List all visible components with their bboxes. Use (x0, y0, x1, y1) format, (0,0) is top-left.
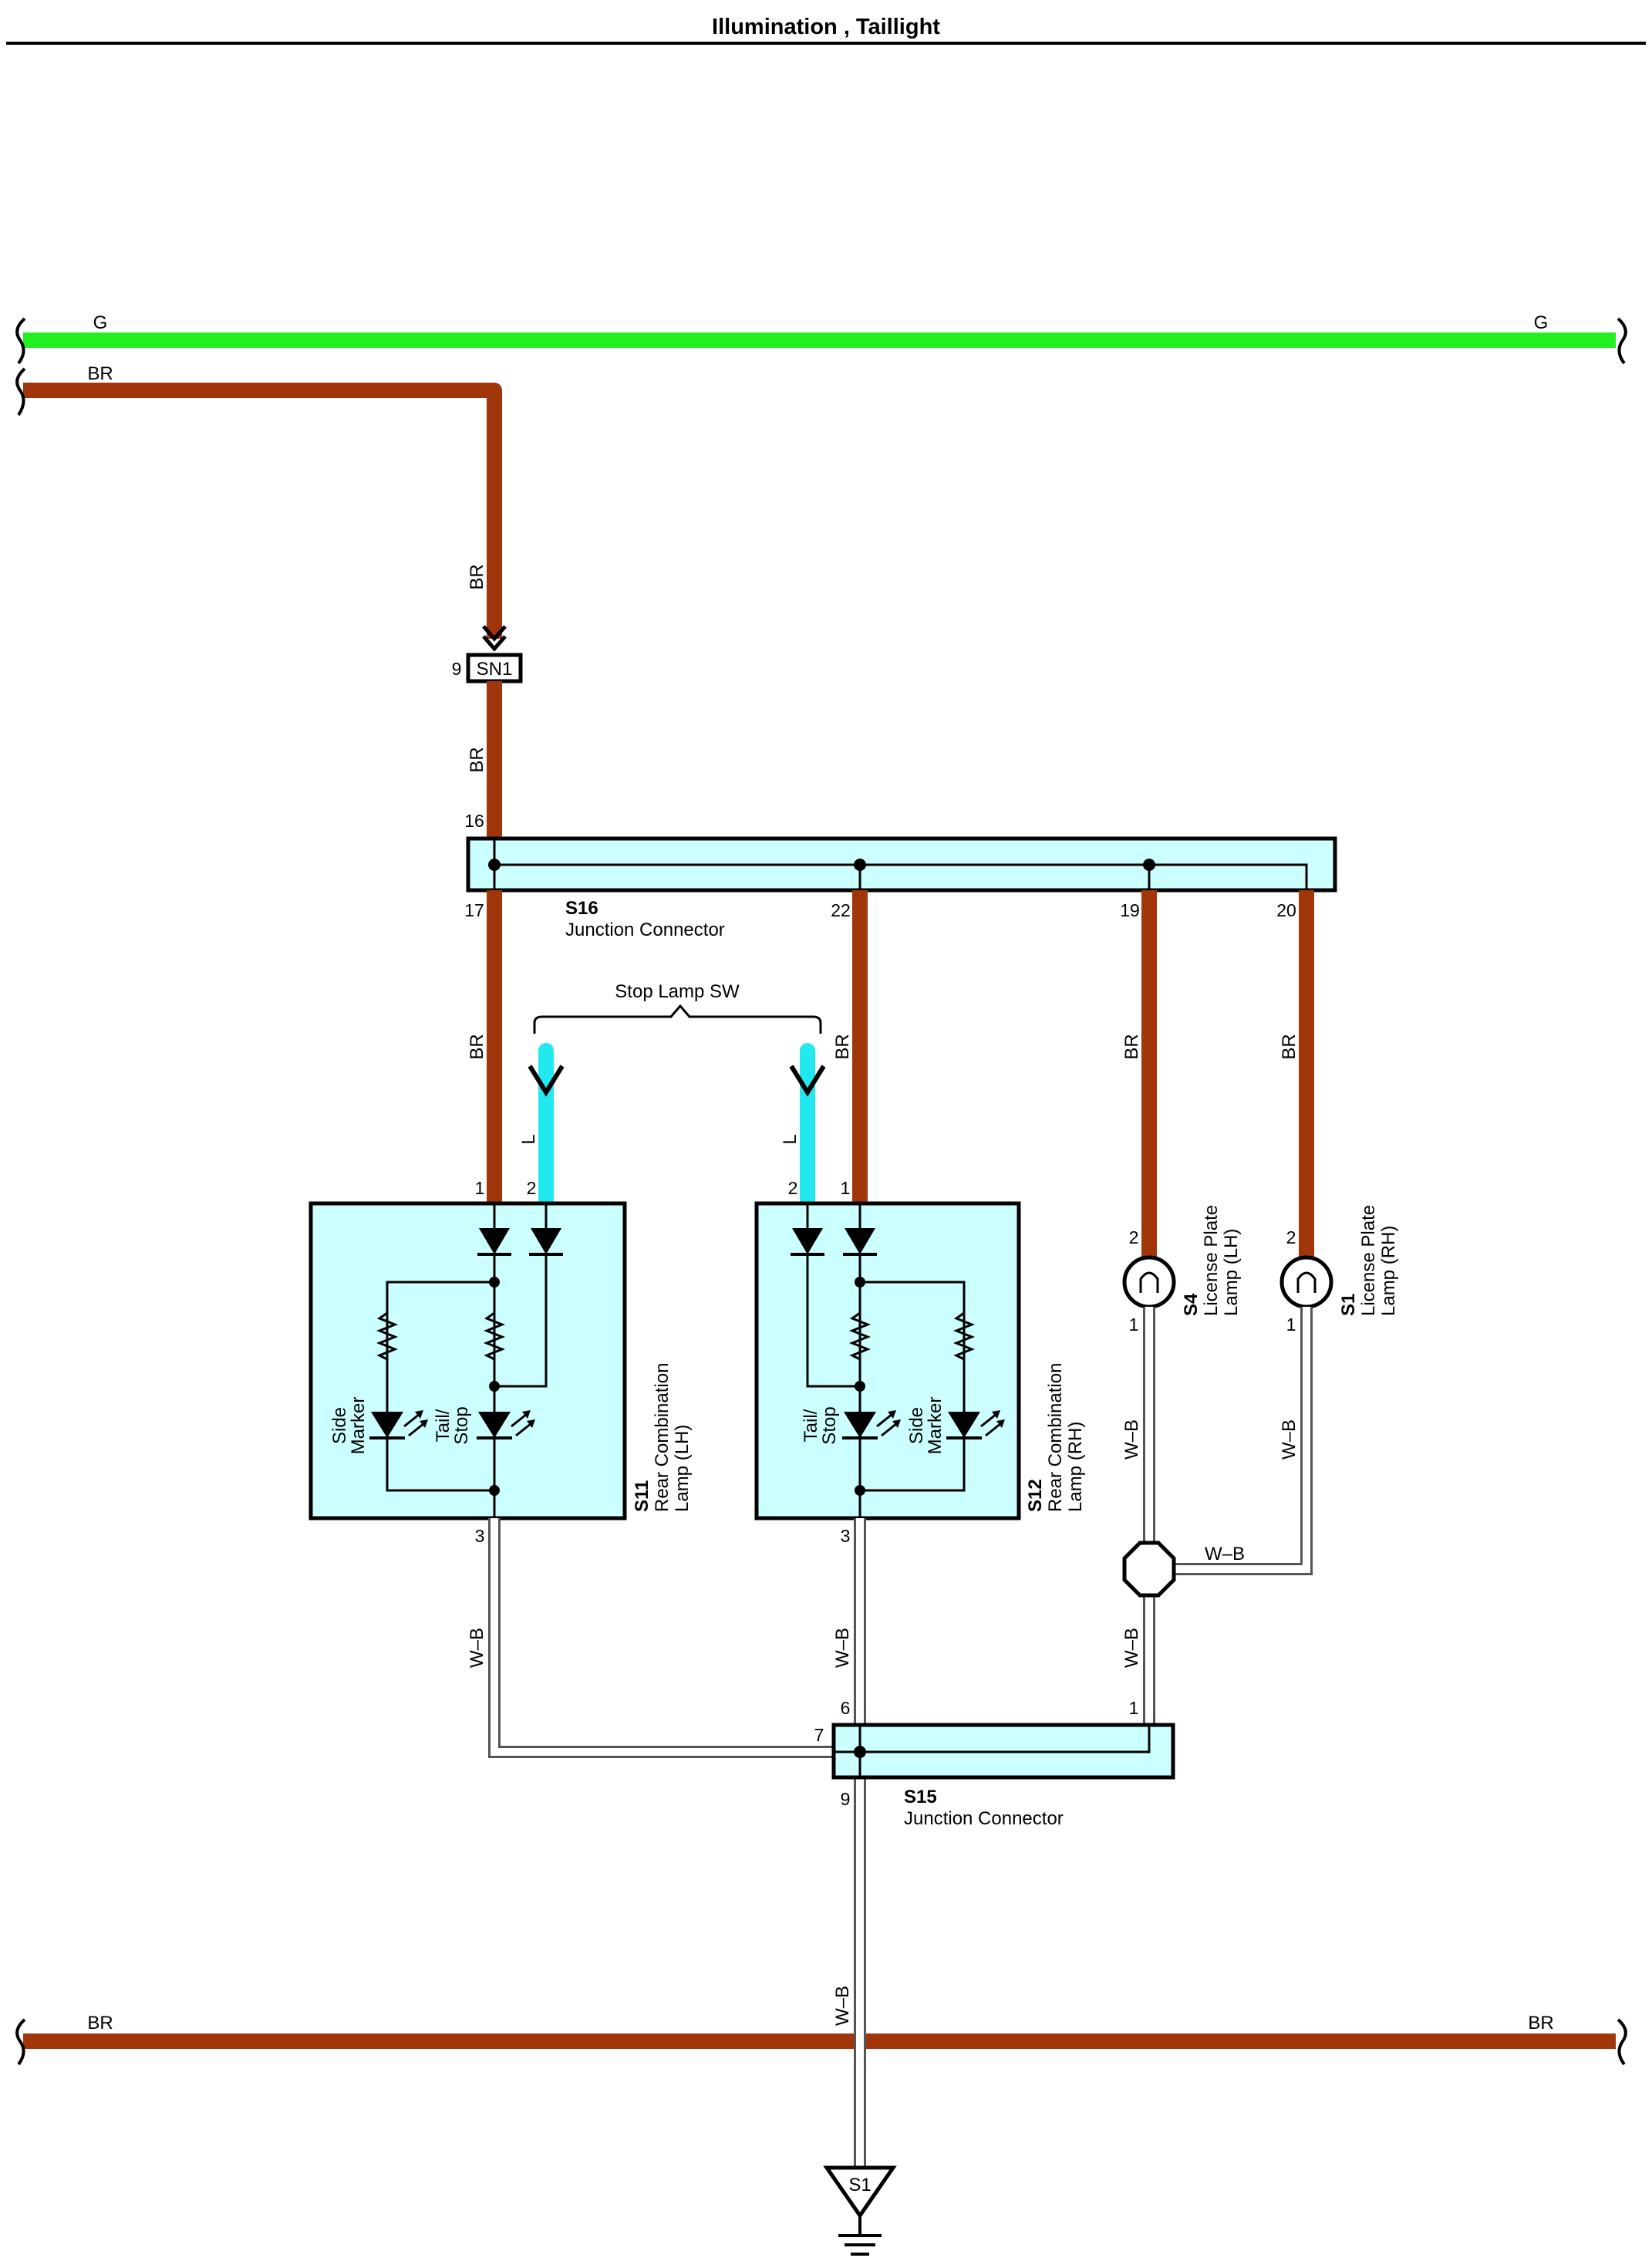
page-title: Illumination , Taillight (712, 15, 940, 39)
s11-pin-wb: 3 (475, 1526, 485, 1546)
s12-name-1: Rear Combination (1045, 1363, 1066, 1512)
s1-license-plate-lamp (1279, 1255, 1333, 1309)
s11-tail-stop-label-2: Stop (451, 1406, 472, 1444)
s4-license-plate-lamp (1122, 1255, 1176, 1309)
stop-lamp-sw-label: Stop Lamp SW (615, 981, 740, 1002)
s12-pin-l: 2 (788, 1178, 798, 1198)
wire-label-wb-s1: W–B (1279, 1419, 1300, 1460)
s15-pin-s11: 7 (814, 1725, 824, 1745)
s12-side-marker-label-2: Marker (925, 1397, 946, 1455)
s12-junction-dots (855, 1277, 865, 1496)
s1-name-2: Lamp (RH) (1378, 1226, 1399, 1316)
s11-side-marker-label-2: Marker (348, 1397, 369, 1455)
wire-label-wb-s4: W–B (1121, 1419, 1142, 1460)
s11-junction-dots (489, 1277, 500, 1496)
s4-code: S4 (1181, 1293, 1202, 1316)
s11-tail-stop-label-1: Tail/ (433, 1409, 453, 1442)
wires-wb-ground (488, 1307, 1313, 2168)
wire-label-l-s11: L (518, 1134, 539, 1144)
s11-pin-br: 1 (475, 1178, 485, 1198)
wire-label-br-bottom-right: BR (1528, 2013, 1553, 2033)
s12-tail-stop-label-1: Tail/ (801, 1409, 821, 1442)
stop-lamp-sw-brace (533, 1004, 822, 1034)
s11-name-1: Rear Combination (652, 1363, 673, 1512)
wire-label-br-s11: BR (467, 1034, 487, 1059)
s4-pin-wb: 1 (1129, 1315, 1139, 1335)
s15-pin-ground: 9 (841, 1789, 851, 1809)
s16-pin-s11: 17 (464, 900, 484, 920)
s16-code: S16 (565, 898, 598, 919)
wire-label-wb-ground: W–B (832, 1986, 853, 2026)
s4-name-1: License Plate (1201, 1205, 1222, 1316)
wire-label-br-top: BR (87, 363, 113, 384)
wire-label-br-s1: BR (1279, 1034, 1300, 1059)
wire-label-br-sn1-in: BR (467, 564, 487, 589)
s11-rear-combination-lamp (308, 1201, 627, 1520)
s11-pin-l: 2 (527, 1178, 537, 1198)
s16-pin-in: 16 (464, 811, 484, 831)
s12-pin-br: 1 (841, 1178, 851, 1198)
s16-junction-dots (488, 859, 1155, 871)
wire-label-br-sn1-out: BR (467, 747, 487, 772)
s4-name-2: Lamp (LH) (1221, 1229, 1242, 1316)
s16-pin-s12: 22 (831, 900, 851, 920)
wire-label-l-s12: L (780, 1134, 801, 1144)
s11-side-marker-label-1: Side (329, 1407, 350, 1444)
wire-label-wb-s12: W–B (832, 1628, 853, 1668)
sn1-pin: 9 (452, 659, 462, 679)
wire-br-bottom-bus (15, 2018, 1627, 2066)
s1-code: S1 (1338, 1294, 1359, 1316)
wire-label-br-s12: BR (832, 1034, 853, 1059)
s12-side-marker-label-1: Side (906, 1407, 927, 1444)
s11-name-2: Lamp (LH) (672, 1425, 693, 1512)
wire-label-br-bottom-left: BR (87, 2013, 113, 2033)
s15-name: Junction Connector (904, 1808, 1064, 1829)
s1-name-1: License Plate (1358, 1205, 1379, 1316)
wire-label-wb-s4-down: W–B (1121, 1628, 1142, 1668)
ground-point-code: S1 (848, 2175, 871, 2195)
s12-code: S12 (1025, 1479, 1046, 1512)
s15-junction-dot (854, 1746, 866, 1758)
wire-label-br-s4: BR (1121, 1034, 1142, 1059)
wire-label-wb-s11: W–B (467, 1628, 487, 1668)
s1-pin-wb: 1 (1286, 1315, 1296, 1335)
wb-splice-octagon (1122, 1541, 1176, 1598)
s16-pin-s4: 19 (1120, 900, 1140, 920)
wire-label-g-left: G (93, 312, 108, 333)
wire-g-bus (15, 317, 1627, 365)
sn1-code: SN1 (477, 659, 513, 680)
s16-name: Junction Connector (565, 920, 725, 940)
wire-label-g-right: G (1534, 312, 1549, 333)
s12-tail-stop-label-2: Stop (819, 1406, 840, 1444)
s11-code: S11 (632, 1480, 652, 1512)
s4-pin-br: 2 (1129, 1227, 1139, 1247)
s15-pin-s4: 1 (1129, 1698, 1139, 1718)
wires-br-from-s16 (487, 890, 1314, 1257)
wire-br-feed (15, 367, 502, 639)
s16-pin-s1: 20 (1276, 900, 1296, 920)
wire-label-wb-s1-horiz: W–B (1205, 1544, 1245, 1564)
s1-pin-br: 2 (1286, 1227, 1296, 1247)
s15-code: S15 (904, 1787, 937, 1807)
ground-icon (838, 2216, 882, 2256)
wires-l-stop-lamp (538, 1043, 815, 1211)
s15-pin-s12: 6 (841, 1698, 851, 1718)
ground-point-triangle (823, 2165, 897, 2219)
s12-rear-combination-lamp (754, 1201, 1021, 1520)
s12-name-2: Lamp (RH) (1065, 1422, 1086, 1512)
s12-pin-wb: 3 (841, 1526, 851, 1546)
